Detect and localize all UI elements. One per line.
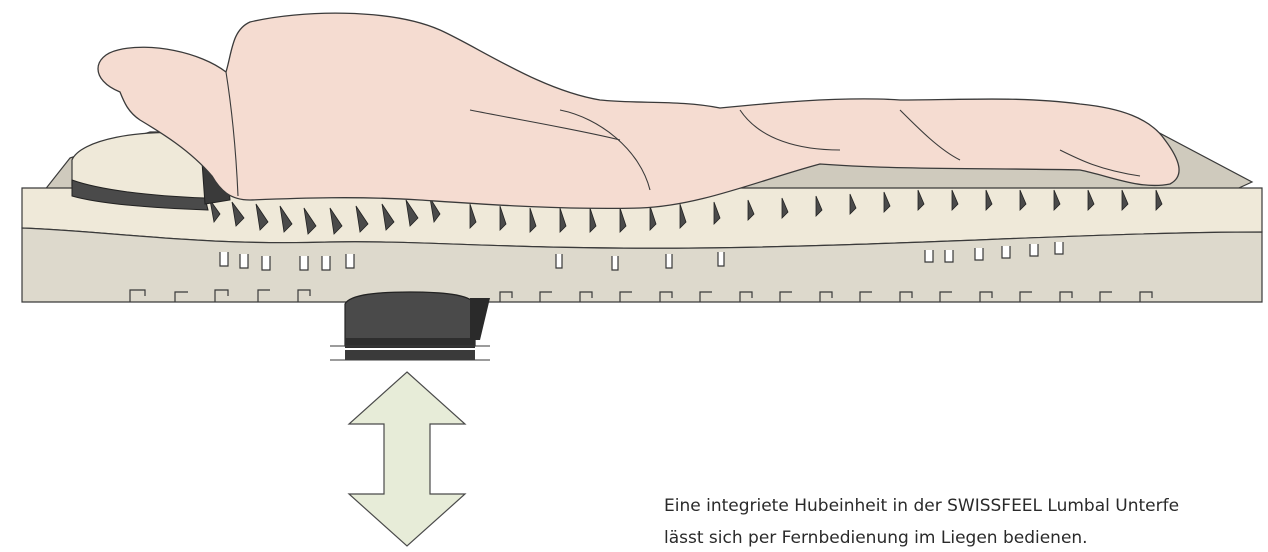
- caption-text: Eine integriete Hubeinheit in der SWISSF…: [664, 490, 1268, 552]
- caption-line-2: lässt sich per Fernbedienung im Liegen b…: [664, 522, 1268, 552]
- double-arrow-icon: [349, 372, 465, 546]
- lift-unit: [330, 292, 490, 360]
- caption-line-1: Eine integriete Hubeinheit in der SWISSF…: [664, 490, 1268, 522]
